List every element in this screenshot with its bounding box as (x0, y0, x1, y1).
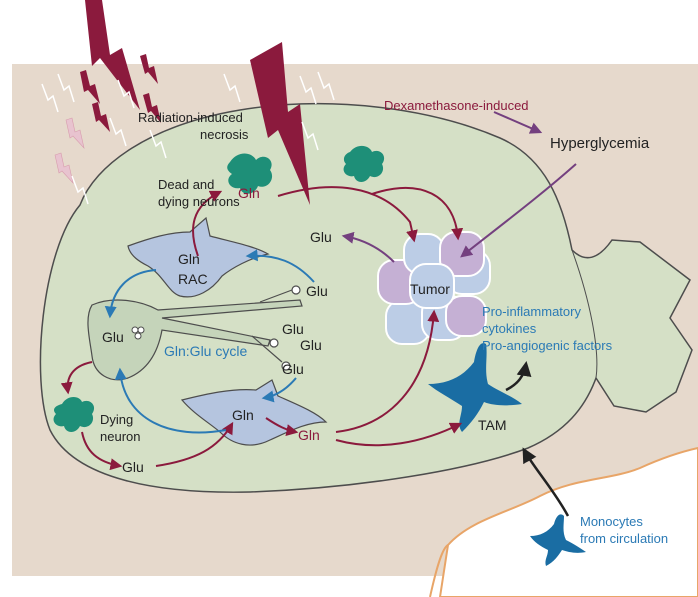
arrow-dead-neurons-gln (192, 190, 223, 257)
lightning-white-icon (57, 73, 75, 103)
label-radiation-line2: necrosis (200, 127, 249, 142)
arrow-hyperglycemia-to-tumor (460, 163, 577, 258)
lightning-pink-cluster (54, 117, 85, 185)
lightning-pink-icon (54, 152, 74, 185)
lightning-white-cluster (41, 71, 335, 205)
lightning-white-icon (149, 129, 167, 159)
monocyte-icon (530, 514, 586, 566)
vesicle (131, 326, 139, 334)
synapse-terminal (291, 285, 301, 295)
lightning-white-icon (301, 121, 319, 151)
lightning-white-icon (41, 83, 59, 113)
label-gln-rac: Gln (178, 251, 200, 267)
arrow-gln-to-tumor-left (277, 186, 418, 243)
arrow-glu-to-astrocyte-lower (261, 377, 297, 403)
label-glu-top: Glu (310, 229, 332, 245)
arrow-glu-to-rac (245, 249, 315, 283)
vesicle (137, 326, 145, 334)
tumor-cluster (377, 231, 491, 345)
neuron-axon-branch (251, 335, 283, 363)
label-tumor: Tumor (410, 281, 450, 297)
label-monocytes-line2: from circulation (580, 531, 668, 546)
tumor-cell (409, 263, 455, 309)
label-rac: RAC (178, 271, 208, 287)
arrow-tam-outflow (505, 361, 532, 392)
label-cytokines-line3: Pro-angiogenic factors (482, 338, 613, 353)
dying-neuron-icon (53, 397, 95, 432)
arrow-neuron-to-dying (60, 361, 93, 395)
label-dead-neurons-line2: dying neurons (158, 194, 240, 209)
vesicle-cluster (131, 326, 145, 340)
arrow-astrocyte-gln-out (265, 417, 299, 436)
arrow-dex-to-hyperglycemia (493, 111, 543, 134)
lightning-white-icon (299, 75, 317, 105)
label-dying-line1: Dying (100, 412, 133, 427)
tumor-cell (445, 295, 487, 337)
label-dexamethasone: Dexamethasone-induced (384, 98, 529, 113)
lightning-white-icon (109, 117, 127, 147)
arrow-gln-to-tam (335, 422, 463, 447)
label-dying-line2: neuron (100, 429, 140, 444)
lightning-small-cluster (80, 54, 161, 132)
arrow-monocyte-to-tam (522, 447, 570, 517)
label-gln-glu-cycle: Gln:Glu cycle (164, 343, 247, 359)
lightning-small-icon (92, 102, 110, 132)
label-gln-top: Gln (238, 185, 260, 201)
tam-macrophage-icon (428, 343, 522, 432)
label-tam: TAM (478, 417, 507, 433)
synapse-terminal (281, 361, 291, 371)
blood-vessel (438, 446, 698, 597)
label-dead-neurons-line1: Dead and (158, 177, 214, 192)
lightning-white-icon (317, 71, 335, 101)
lightning-large-left-icon (85, 0, 140, 110)
label-cytokines-line2: cytokines (482, 321, 537, 336)
vessel-wall (429, 544, 449, 597)
neuron-cell-body (87, 299, 303, 381)
lightning-small-icon (143, 93, 161, 123)
dead-neuron-icon (343, 145, 385, 182)
arrow-astrocyte-to-neuron (114, 367, 227, 434)
label-glu-neuron: Glu (102, 329, 124, 345)
brainstem-lobe (571, 249, 598, 379)
arrow-gln-to-tumor-right (371, 186, 464, 241)
lightning-white-icon (117, 79, 135, 109)
label-glu-bottom: Glu (122, 459, 144, 475)
synapse-terminal (269, 338, 279, 348)
arrow-gln-to-tumor-bottom (335, 309, 440, 433)
arrow-rac-to-neuron (104, 269, 157, 319)
label-glu-lower: Glu (282, 361, 304, 377)
lightning-white-icon (71, 175, 89, 205)
label-gln-astrocyte: Gln (232, 407, 254, 423)
label-cytokines-line1: Pro-inflammatory (482, 304, 581, 319)
lightning-small-icon (80, 70, 100, 104)
label-hyperglycemia: Hyperglycemia (550, 135, 650, 152)
label-glu-branch-low: Glu (300, 337, 322, 353)
neuron-axon-branch (259, 289, 293, 303)
arrow-glu-to-astrocyte (155, 421, 234, 467)
label-monocytes-line1: Monocytes (580, 514, 643, 529)
label-glu-branch-right: Glu (306, 283, 328, 299)
dead-neuron-icon (227, 153, 273, 194)
lightning-small-icon (140, 54, 158, 84)
label-glu-branch-mid: Glu (282, 321, 304, 337)
arrow-dying-to-glu (81, 431, 123, 471)
lightning-white-icon (223, 73, 241, 103)
label-gln-out: Gln (298, 427, 320, 443)
lightning-large-right-icon (250, 42, 310, 205)
arrow-tumor-to-glu (341, 231, 395, 263)
vesicle (134, 332, 142, 340)
reactive-astrocyte-rac (127, 216, 270, 298)
label-radiation-line1: Radiation-induced (138, 110, 243, 125)
lightning-pink-icon (65, 117, 85, 150)
